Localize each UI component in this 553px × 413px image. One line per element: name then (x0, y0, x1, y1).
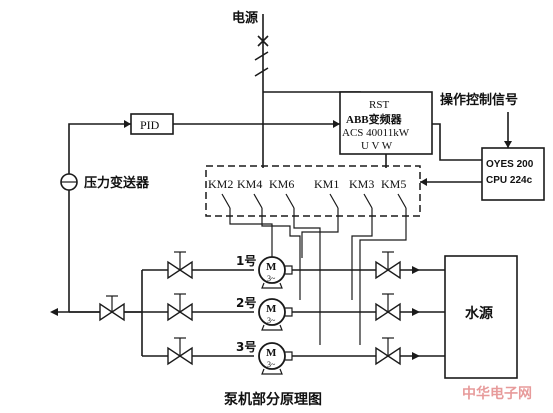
pump1-suction-valve (375, 251, 401, 280)
watermark-logo: 中华电子网 (462, 385, 532, 402)
pump1-motor: M 3~ (258, 256, 293, 289)
inverter-rst: RST (369, 99, 389, 111)
pump3-number: 3号 (236, 339, 256, 354)
pump2-number: 2号 (236, 295, 256, 310)
inverter-box (339, 91, 433, 155)
pump3-motor: M 3~ (258, 342, 293, 375)
contactor-switch-contacts (221, 193, 407, 218)
figure-caption: 泵机部分原理图 (224, 391, 322, 408)
plc-to-inverter-line (432, 123, 482, 161)
outlet-arrow (50, 308, 58, 316)
inverter-spec: ACS 40011kW (342, 127, 410, 139)
pump3-discharge-valve (167, 337, 193, 366)
pump2-suction-valve (375, 293, 401, 322)
pid-label: PID (140, 118, 160, 132)
plc-model: OYES 200 (486, 159, 534, 170)
pump2-inflow-arrow (412, 308, 420, 316)
pump2-motor: M 3~ (258, 298, 293, 331)
plc-arrow-to-contactors (420, 178, 427, 186)
pump1-motor-phase: 3~ (267, 274, 276, 283)
pump2-motor-phase: 3~ (267, 316, 276, 325)
pid-arrow (333, 120, 340, 128)
contactor-km3: KM3 (349, 177, 374, 191)
operation-signal-label: 操作控制信号 (440, 92, 518, 108)
pump3-suction-valve (375, 337, 401, 366)
contactor-km5: KM5 (381, 177, 406, 191)
power-label: 电源 (232, 10, 258, 26)
pump1-discharge-valve (167, 251, 193, 280)
inverter-uvw: U V W (361, 140, 393, 152)
pump1-motor-symbol: M (266, 261, 277, 273)
plc-box (481, 147, 545, 201)
pressure-transmitter-label: 压力变送器 (84, 175, 150, 191)
inverter-model-name: ABB变频器 (346, 112, 403, 126)
pump2-motor-symbol: M (266, 303, 277, 315)
pump3-motor-symbol: M (266, 347, 277, 359)
water-source-tank (444, 255, 518, 379)
contactor-km6: KM6 (269, 177, 294, 191)
power-feed-line (254, 14, 269, 92)
outlet-valve (99, 295, 125, 322)
pump3-motor-phase: 3~ (267, 360, 276, 369)
feedback-line (68, 123, 131, 312)
pump3-inflow-arrow (412, 352, 420, 360)
water-source-label: 水源 (465, 305, 493, 322)
contactor-km1: KM1 (314, 177, 339, 191)
pump2-discharge-valve (167, 293, 193, 322)
contactor-km2: KM2 (208, 177, 233, 191)
pump1-inflow-arrow (412, 266, 420, 274)
feedback-arrow (124, 120, 131, 128)
motor-wiring (229, 218, 407, 345)
contactor-km4: KM4 (237, 177, 262, 191)
pump1-number: 1号 (236, 253, 256, 268)
contactor-group-boundary (205, 165, 421, 217)
operation-signal-arrow (504, 141, 512, 148)
plc-cpu: CPU 224c (486, 175, 533, 186)
